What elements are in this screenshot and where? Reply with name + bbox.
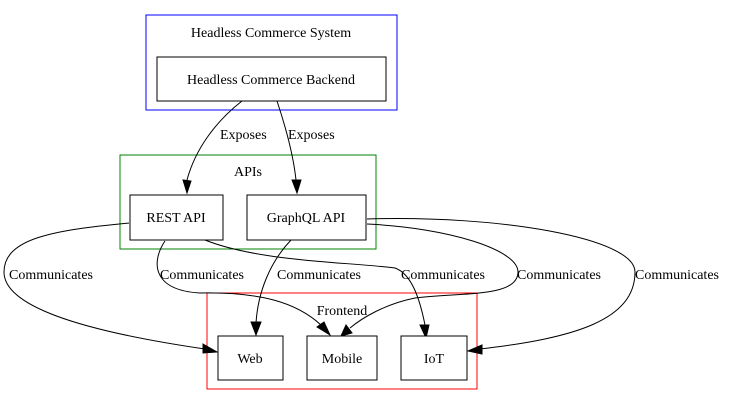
arrowhead-graphql-to-iot	[466, 344, 483, 355]
node-mobile-label: Mobile	[322, 352, 362, 367]
node-mobile: Mobile	[306, 335, 378, 381]
arrowhead-rest-to-iot	[419, 324, 430, 340]
edge-rest-to-web	[3, 222, 206, 350]
arrowhead-graphql-to-mobile	[340, 324, 353, 337]
arrowhead-backend-to-graphql	[291, 179, 302, 195]
edge-label-exposes-2: Exposes	[288, 128, 335, 143]
edge-label-communicates-3: Communicates	[277, 268, 361, 283]
edge-graphql-to-mobile	[349, 223, 519, 329]
edge-rest-to-mobile	[156, 240, 322, 326]
node-rest-label: REST API	[146, 211, 206, 226]
node-iot: IoT	[400, 335, 468, 381]
arrowhead-graphql-to-web	[250, 321, 262, 337]
edges: Exposes Exposes Communicates Communicate…	[3, 100, 719, 355]
node-rest-api: REST API	[129, 194, 224, 241]
arrowhead-rest-to-mobile	[316, 321, 332, 337]
edge-label-communicates-1: Communicates	[9, 268, 93, 283]
cluster-headless-commerce-system: Headless Commerce System	[145, 14, 398, 111]
cluster-frontend-border	[206, 292, 478, 390]
edge-backend-to-graphql	[276, 100, 297, 181]
cluster-system-border	[145, 14, 398, 111]
edge-label-communicates-5: Communicates	[517, 268, 601, 283]
edge-rest-to-iot	[204, 239, 426, 326]
edge-label-communicates-2: Communicates	[160, 268, 244, 283]
node-web: Web	[217, 335, 284, 381]
node-backend-label: Headless Commerce Backend	[187, 73, 355, 88]
arrowhead-backend-to-rest	[182, 179, 192, 195]
edge-label-communicates-6: Communicates	[635, 268, 719, 283]
cluster-apis: APIs	[119, 154, 377, 250]
node-graphql-api: GraphQL API	[246, 194, 367, 241]
edge-graphql-to-web	[255, 239, 292, 324]
edge-label-communicates-4: Communicates	[401, 268, 485, 283]
cluster-system-label: Headless Commerce System	[191, 26, 351, 41]
cluster-frontend	[206, 292, 478, 390]
edge-label-exposes-1: Exposes	[220, 128, 267, 143]
node-iot-label: IoT	[424, 352, 445, 367]
cluster-apis-border	[119, 154, 377, 250]
edge-graphql-to-iot	[366, 218, 636, 350]
cluster-apis-label: APIs	[234, 165, 262, 180]
cluster-frontend-label: Frontend	[317, 304, 368, 319]
node-headless-commerce-backend: Headless Commerce Backend	[156, 56, 387, 102]
node-web-label: Web	[237, 352, 262, 367]
edge-backend-to-rest	[186, 100, 243, 181]
node-graphql-label: GraphQL API	[267, 211, 346, 226]
arrowhead-rest-to-web	[202, 343, 219, 354]
